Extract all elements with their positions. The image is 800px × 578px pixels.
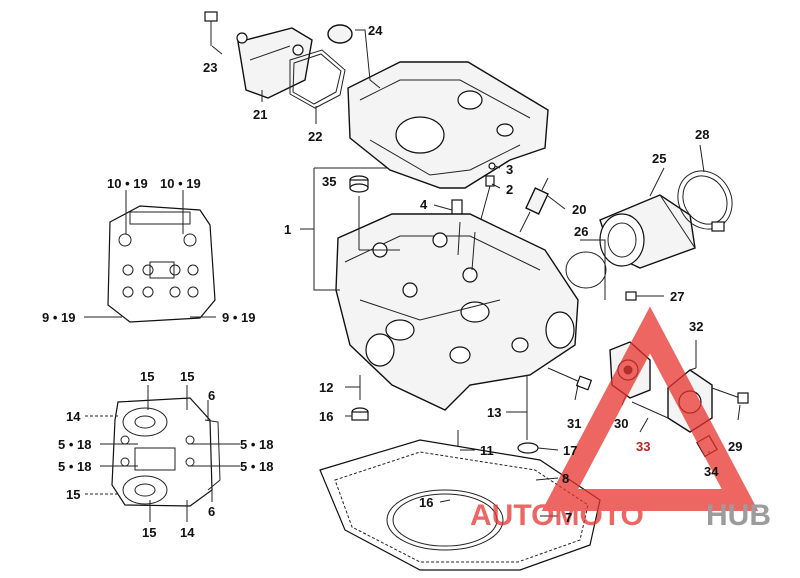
- callout-4: 4: [420, 197, 428, 212]
- callout-9-19-left: 9 • 19: [42, 310, 75, 325]
- callout-26: 26: [574, 224, 588, 239]
- leader-lines: [84, 29, 741, 522]
- spark-plug-part: [519, 177, 549, 233]
- callout-28: 28: [695, 127, 709, 142]
- nut-16-upper-part: [351, 407, 369, 421]
- callout-17: 17: [563, 443, 577, 458]
- intake-joint-part: [599, 194, 696, 269]
- bolt-31-part: [547, 367, 593, 391]
- callout-21: 21: [253, 107, 267, 122]
- clamp-28-part: [677, 170, 733, 232]
- watermark-auto-text: AUTOMOTO: [470, 499, 644, 532]
- callout-3: 3: [506, 162, 513, 177]
- cover-gasket-part: [289, 49, 346, 109]
- callout-10-19-right: 10 • 19: [160, 176, 201, 191]
- callout-15-left: 15: [66, 487, 80, 502]
- callout-5-18-left-bottom: 5 • 18: [58, 459, 91, 474]
- callout-5-18-right-top: 5 • 18: [240, 437, 273, 452]
- callout-35: 35: [322, 174, 336, 189]
- bolt-23-part: [204, 11, 218, 46]
- callout-33: 33: [636, 439, 650, 454]
- plug-24-part: [327, 24, 353, 44]
- head-gasket-part: [319, 439, 601, 571]
- callout-16-upper: 16: [319, 409, 333, 424]
- callout-23: 23: [203, 60, 217, 75]
- callout-13: 13: [487, 405, 501, 420]
- cylinder-head-part: [335, 213, 579, 411]
- callout-15-bottom: 15: [142, 525, 156, 540]
- callout-10-19-left: 10 • 19: [107, 176, 148, 191]
- callout-15-top-right: 15: [180, 369, 194, 384]
- callout-labels: 23 24 21 22 3 2 35 4 20 1 25 28 26 27 32…: [42, 23, 742, 540]
- watermark-hub-text: HUB: [706, 499, 771, 532]
- callout-24: 24: [368, 23, 383, 38]
- callout-32: 32: [689, 319, 703, 334]
- callout-2: 2: [506, 182, 513, 197]
- washer-17-part: [517, 442, 539, 454]
- head-top-view-inset: [107, 205, 216, 323]
- o-ring-26-part: [565, 251, 607, 289]
- callout-34: 34: [704, 464, 719, 479]
- callout-1: 1: [284, 222, 291, 237]
- callout-6-top: 6: [208, 388, 215, 403]
- callout-31: 31: [567, 416, 581, 431]
- head-cover-part: [236, 27, 313, 99]
- callout-12: 12: [319, 380, 333, 395]
- callout-22: 22: [308, 129, 322, 144]
- callout-8: 8: [562, 471, 569, 486]
- callout-5-18-right-bottom: 5 • 18: [240, 459, 273, 474]
- shim-35-part: [349, 175, 369, 193]
- callout-27: 27: [670, 289, 684, 304]
- callout-14-left: 14: [66, 409, 81, 424]
- callout-11: 11: [480, 443, 494, 458]
- callout-30: 30: [614, 416, 628, 431]
- callout-29: 29: [728, 439, 742, 454]
- callout-15-top-left: 15: [140, 369, 154, 384]
- camshaft-holder-part: [347, 61, 549, 189]
- watermark-triangle-icon: [541, 306, 759, 511]
- callout-14-bottom: 14: [180, 525, 195, 540]
- bolt-29-part: [711, 387, 749, 404]
- callout-6-bottom: 6: [208, 504, 215, 519]
- callout-7: 7: [565, 510, 572, 525]
- callout-25: 25: [652, 151, 666, 166]
- watermark: AUTOMOTO HUB: [470, 306, 771, 532]
- callout-16-lower: 16: [419, 495, 433, 510]
- callout-20: 20: [572, 202, 586, 217]
- callout-9-19-right: 9 • 19: [222, 310, 255, 325]
- rod-33-part: [631, 401, 669, 419]
- callout-5-18-left-top: 5 • 18: [58, 437, 91, 452]
- head-bottom-view-inset: [111, 397, 221, 507]
